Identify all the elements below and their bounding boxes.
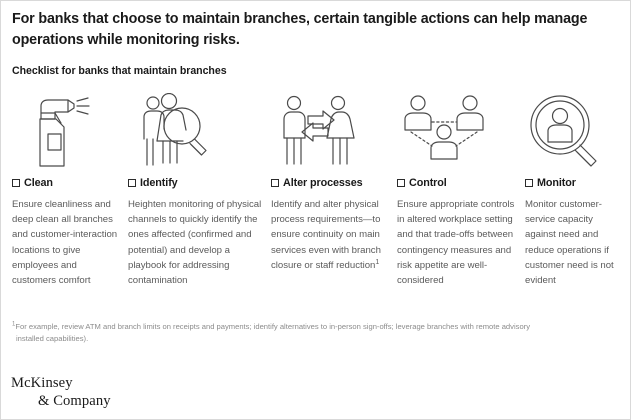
- checkbox-icon[interactable]: [271, 179, 279, 187]
- spray-bottle-icon: [12, 91, 120, 171]
- checklist-item-label: Clean: [24, 177, 53, 189]
- checklist-item-body: Identify and alter physical process requ…: [271, 197, 387, 273]
- checklist-item-label: Monitor: [537, 177, 576, 189]
- two-people-exchange-arrows-icon: [271, 91, 391, 171]
- checklist-item-body-text: Heighten monitoring of physical channels…: [128, 199, 262, 287]
- checklist-item-monitor: Monitor Monitor customer-service capacit…: [525, 91, 625, 286]
- mckinsey-logo: McKinsey & Company: [11, 375, 111, 410]
- footnote-marker: 1: [12, 321, 16, 328]
- checklist-item-body: Monitor customer-service capacity agains…: [525, 197, 623, 288]
- checklist-heading: Identify: [128, 177, 178, 189]
- logo-line-2: & Company: [38, 392, 111, 409]
- footnote-line-2: installed capabilities).: [16, 333, 89, 343]
- checklist-heading: Clean: [12, 177, 53, 189]
- exhibit-subtitle: Checklist for banks that maintain branch…: [12, 65, 227, 77]
- checklist-item-body-text: Identify and alter physical process requ…: [271, 199, 381, 271]
- people-magnifier-icon: [128, 91, 263, 171]
- checklist-item-identify: Identify Heighten monitoring of physical…: [128, 91, 263, 286]
- checklist-item-label: Alter processes: [283, 177, 363, 189]
- checklist-item-body: Ensure appropriate controls in altered w…: [397, 197, 519, 288]
- footnote-line-1: For example, review ATM and branch limit…: [15, 322, 530, 331]
- logo-line-1: McKinsey: [11, 375, 73, 391]
- checklist-item-body-text: Monitor customer-service capacity agains…: [525, 199, 614, 287]
- checklist-heading: Alter processes: [271, 177, 363, 189]
- checklist-item-body-text: Ensure cleanliness and deep clean all br…: [12, 199, 118, 287]
- checklist-item-label: Identify: [140, 177, 178, 189]
- checklist-item-clean: Clean Ensure cleanliness and deep clean …: [12, 91, 120, 286]
- three-people-network-icon: [397, 91, 519, 171]
- checklist-item-control: Control Ensure appropriate controls in a…: [397, 91, 519, 286]
- magnifier-person-icon: [525, 91, 625, 171]
- checklist-heading: Control: [397, 177, 447, 189]
- checklist-item-label: Control: [409, 177, 447, 189]
- checklist-item-alter-processes: Alter processes Identify and alter physi…: [271, 91, 391, 271]
- checkbox-icon[interactable]: [525, 179, 533, 187]
- footnote-reference: 1: [375, 258, 380, 266]
- checklist-item-body-text: Ensure appropriate controls in altered w…: [397, 199, 515, 287]
- checkbox-icon[interactable]: [128, 179, 136, 187]
- checklist-columns: Clean Ensure cleanliness and deep clean …: [1, 91, 630, 311]
- checklist-heading: Monitor: [525, 177, 576, 189]
- checklist-item-body: Ensure cleanliness and deep clean all br…: [12, 197, 120, 288]
- checklist-item-body: Heighten monitoring of physical channels…: [128, 197, 264, 288]
- checkbox-icon[interactable]: [397, 179, 405, 187]
- page-title: For banks that choose to maintain branch…: [12, 11, 588, 48]
- footnote: 1For example, review ATM and branch limi…: [12, 321, 620, 344]
- checkbox-icon[interactable]: [12, 179, 20, 187]
